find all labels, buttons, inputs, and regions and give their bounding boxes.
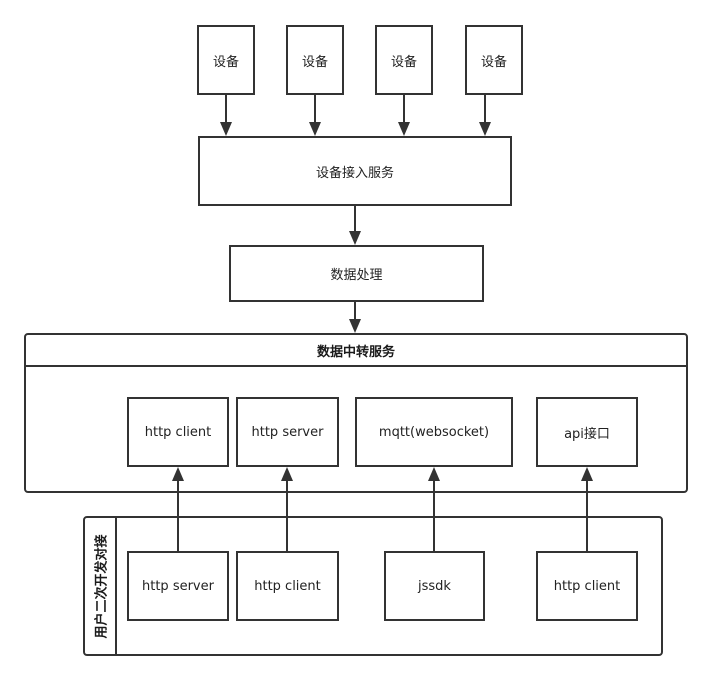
device-box-1: 设备 <box>197 25 255 95</box>
device-label: 设备 <box>480 54 507 70</box>
user-item-label: http server <box>142 578 214 594</box>
relay-item-http-client: http client <box>127 397 229 467</box>
access-service-label: 设备接入服务 <box>315 165 394 181</box>
arrow-access-to-processing <box>349 206 361 245</box>
arrow-processing-to-relay <box>349 302 361 333</box>
user-item-http-client: http client <box>236 551 339 621</box>
user-dev-title: 用户二次开发对接 <box>94 533 110 639</box>
arrow-device3-to-access <box>398 95 410 136</box>
data-processing-box: 数据处理 <box>229 245 484 302</box>
relay-item-label: mqtt(websocket) <box>378 424 490 440</box>
relay-item-mqtt: mqtt(websocket) <box>355 397 513 467</box>
data-processing-label: 数据处理 <box>330 268 383 283</box>
user-dev-container: 用户二次开发对接 <box>83 516 663 656</box>
device-box-2: 设备 <box>286 25 344 95</box>
relay-service-title: 数据中转服务 <box>316 344 395 360</box>
device-box-4: 设备 <box>465 25 523 95</box>
device-label: 设备 <box>390 54 417 70</box>
access-service-box: 设备接入服务 <box>198 136 512 206</box>
relay-item-label: http client <box>144 424 212 440</box>
device-box-3: 设备 <box>375 25 433 95</box>
user-item-http-client-2: http client <box>536 551 638 621</box>
device-label: 设备 <box>212 54 239 70</box>
arrow-device4-to-access <box>479 95 491 136</box>
relay-item-label: api接口 <box>564 426 610 442</box>
user-item-label: jssdk <box>418 578 451 594</box>
user-item-label: http client <box>553 578 621 594</box>
relay-service-container: 数据中转服务 <box>24 333 688 493</box>
user-item-label: http client <box>254 578 321 594</box>
user-item-http-server: http server <box>127 551 229 621</box>
relay-service-header: 数据中转服务 <box>26 335 686 367</box>
user-item-jssdk: jssdk <box>384 551 485 621</box>
user-dev-header: 用户二次开发对接 <box>85 518 117 654</box>
arrow-device2-to-access <box>309 95 321 136</box>
device-label: 设备 <box>301 54 328 70</box>
relay-item-api: api接口 <box>536 397 638 467</box>
relay-item-http-server: http server <box>236 397 339 467</box>
arrow-device1-to-access <box>220 95 232 136</box>
relay-item-label: http server <box>251 424 324 440</box>
